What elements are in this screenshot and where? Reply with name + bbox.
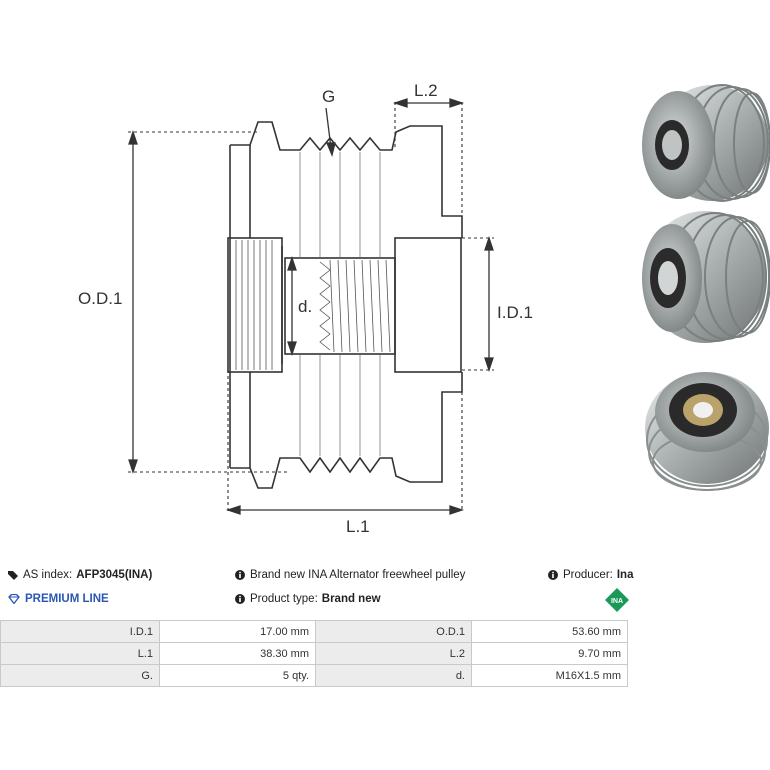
product-photo-1 [642,84,770,202]
thread-hatch [319,259,391,353]
description-text: Brand new INA Alternator freewheel pulle… [250,569,466,581]
spec-value: 53.60 mm [471,620,628,643]
spec-value: M16X1.5 mm [471,664,628,687]
dimension-arrows [128,98,494,515]
as-index-row: AS index: AFP3045(INA) [8,569,152,581]
label-id1: I.D.1 [497,303,533,322]
as-index-value: AFP3045(INA) [76,569,153,581]
groove-lines [299,152,381,456]
spec-key: L.1 [0,642,160,665]
spec-key: I.D.1 [0,620,160,643]
ina-logo: INA [605,588,629,612]
spec-key: d. [315,664,472,687]
extension-lines [128,102,494,512]
spec-value: 9.70 mm [471,642,628,665]
info-icon [548,570,558,580]
premium-line-badge: PREMIUM LINE [8,593,109,605]
spec-key: G. [0,664,160,687]
spline-hatch [235,240,273,370]
info-icon [235,594,245,604]
producer-label: Producer: [563,569,613,581]
spec-value: 5 qty. [159,664,316,687]
product-photo-2 [642,211,770,343]
product-photo-3 [645,372,769,491]
label-l2: L.2 [414,81,438,100]
label-d: d. [298,297,312,316]
table-row: G. 5 qty. d. M16X1.5 mm [0,664,628,687]
product-type-label: Product type: [250,593,318,605]
spec-key: L.2 [315,642,472,665]
diamond-icon [8,594,20,604]
ina-logo-text: INA [611,598,623,605]
label-g: G [322,87,335,106]
technical-drawing: G L.2 O.D.1 d. I.D.1 L.1 [78,81,770,536]
product-type-row: Product type: Brand new [235,593,381,605]
spec-value: 38.30 mm [159,642,316,665]
description-row: Brand new INA Alternator freewheel pulle… [235,569,465,581]
specs-table: I.D.1 17.00 mm O.D.1 53.60 mm L.1 38.30 … [0,620,628,687]
product-type-value: Brand new [321,593,381,605]
as-index-label: AS index: [23,569,73,581]
tag-icon [8,571,18,580]
pulley-outline [227,121,463,489]
spec-value: 17.00 mm [159,620,316,643]
producer-row: Producer: Ina [548,569,633,581]
producer-value: Ina [616,569,634,581]
label-l1: L.1 [346,517,370,536]
premium-line-label: PREMIUM LINE [25,593,109,605]
label-od1: O.D.1 [78,289,122,308]
info-icon [235,570,245,580]
spec-key: O.D.1 [315,620,472,643]
table-row: L.1 38.30 mm L.2 9.70 mm [0,642,628,665]
table-row: I.D.1 17.00 mm O.D.1 53.60 mm [0,620,628,643]
